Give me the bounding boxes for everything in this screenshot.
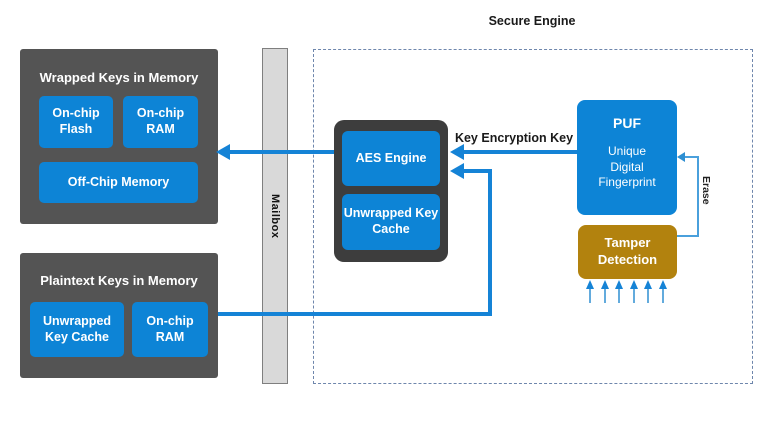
puf-title: PUF bbox=[613, 115, 641, 131]
plaintext-to-aes-line-bottom bbox=[218, 312, 492, 316]
plaintext-keys-panel: Plaintext Keys in Memory Unwrapped Key C… bbox=[20, 253, 218, 378]
aes-container: AES Engine Unwrapped Key Cache bbox=[334, 120, 448, 262]
left-arrow-icon bbox=[450, 163, 464, 179]
mailbox-label: Mailbox bbox=[269, 193, 281, 239]
erase-label: Erase bbox=[700, 176, 712, 205]
off-chip-memory-box: Off-Chip Memory bbox=[39, 162, 198, 203]
erase-line-vertical bbox=[697, 157, 699, 237]
plaintext-keys-title: Plaintext Keys in Memory bbox=[40, 273, 198, 288]
unwrapped-key-cache-inner-box: Unwrapped Key Cache bbox=[342, 194, 440, 250]
puf-subtitle: Unique Digital Fingerprint bbox=[598, 144, 656, 190]
puf-to-aes-line bbox=[462, 150, 577, 154]
secure-engine-title: Secure Engine bbox=[488, 14, 576, 28]
unwrapped-key-cache-box: Unwrapped Key Cache bbox=[30, 302, 124, 357]
plaintext-on-chip-ram-box: On-chip RAM bbox=[132, 302, 208, 357]
puf-box: PUF Unique Digital Fingerprint bbox=[577, 100, 677, 215]
tamper-detection-label: Tamper Detection bbox=[597, 235, 658, 267]
aes-to-wrapped-line bbox=[229, 150, 334, 154]
key-encryption-key-label: Key Encryption Key bbox=[454, 131, 574, 145]
erase-line-bottom bbox=[677, 235, 699, 237]
on-chip-ram-box: On-chip RAM bbox=[123, 96, 198, 148]
wrapped-keys-title: Wrapped Keys in Memory bbox=[39, 70, 199, 85]
left-arrow-icon bbox=[450, 144, 464, 160]
left-arrow-icon bbox=[216, 144, 230, 160]
tamper-detection-box: Tamper Detection bbox=[578, 225, 677, 279]
tamper-input-arrow-icon bbox=[600, 280, 609, 304]
secure-engine-boundary bbox=[313, 49, 753, 384]
left-arrow-icon bbox=[677, 152, 685, 162]
wrapped-keys-panel: Wrapped Keys in Memory On-chip Flash On-… bbox=[20, 49, 218, 224]
mailbox-bar: Mailbox bbox=[262, 48, 288, 384]
erase-line-top bbox=[684, 156, 699, 158]
tamper-input-arrow-icon bbox=[643, 280, 652, 304]
tamper-input-arrow-icon bbox=[614, 280, 623, 304]
aes-engine-box: AES Engine bbox=[342, 131, 440, 186]
tamper-input-arrow-icon bbox=[585, 280, 594, 304]
tamper-input-arrow-icon bbox=[658, 280, 667, 304]
tamper-input-arrow-icon bbox=[629, 280, 638, 304]
on-chip-flash-box: On-chip Flash bbox=[39, 96, 113, 148]
plaintext-to-aes-line-vertical bbox=[488, 169, 492, 316]
plaintext-to-aes-line-top bbox=[462, 169, 492, 173]
